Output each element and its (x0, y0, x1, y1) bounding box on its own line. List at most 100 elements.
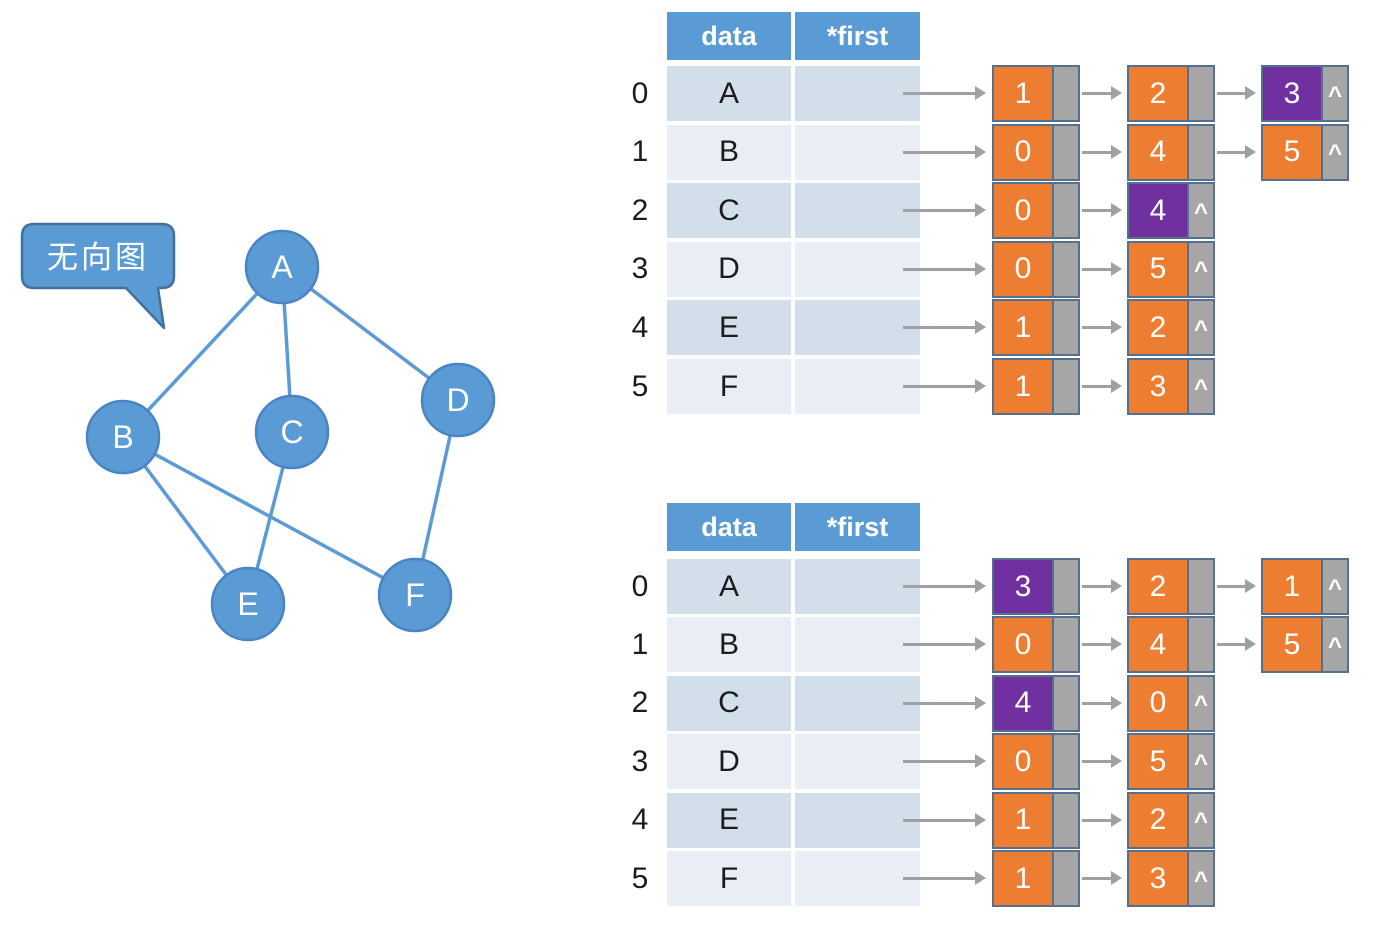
next-pointer (1054, 184, 1078, 238)
list-node: 2 (1127, 558, 1215, 615)
adjacent-vertex-index: 2 (1129, 301, 1189, 355)
graph-vertex-f (377, 557, 453, 633)
next-pointer: ^ (1189, 360, 1213, 413)
list-node: 4^ (1127, 182, 1215, 240)
row-index: 5 (631, 861, 649, 895)
list-node: 5^ (1127, 733, 1215, 791)
adjacent-vertex-index: 1 (994, 793, 1054, 847)
adjacent-vertex-index: 5 (1263, 618, 1323, 672)
next-pointer: ^ (1189, 735, 1213, 789)
data-cell: D (667, 734, 791, 790)
next-pointer (1054, 560, 1078, 613)
graph-vertex-label-c: C (280, 414, 303, 450)
first-pointer-cell (795, 559, 920, 614)
row-index: 1 (631, 135, 649, 169)
first-pointer-cell (795, 241, 920, 297)
list-node: 0^ (1127, 674, 1215, 732)
list-node: 1 (992, 358, 1080, 415)
next-pointer (1054, 735, 1078, 789)
pointer-arrow (1082, 203, 1122, 218)
list-node: 2^ (1127, 791, 1215, 849)
first-pointer-cell (795, 851, 920, 906)
data-cell: E (667, 792, 791, 848)
list-node: 0 (992, 733, 1080, 791)
pointer-arrow (1082, 320, 1122, 335)
first-pointer-cell (795, 124, 920, 180)
pointer-arrow (1082, 144, 1122, 159)
data-cell: A (667, 559, 791, 614)
first-pointer-cell (795, 792, 920, 848)
adjacent-vertex-index: 1 (994, 360, 1054, 413)
list-node: 3 (992, 558, 1080, 615)
column-header-first: *first (795, 503, 920, 551)
adjacent-vertex-index: 0 (994, 618, 1054, 672)
adjacent-vertex-index: 0 (994, 125, 1054, 179)
adjacent-vertex-index: 1 (994, 67, 1054, 120)
pointer-arrow (1082, 695, 1122, 710)
graph-vertex-a (244, 229, 320, 305)
next-pointer (1054, 793, 1078, 847)
adjacent-vertex-index: 2 (1129, 560, 1189, 613)
list-node: 4 (992, 674, 1080, 732)
adjacent-vertex-index: 5 (1129, 242, 1189, 296)
first-pointer-cell (795, 675, 920, 731)
next-pointer: ^ (1189, 676, 1213, 730)
graph-vertex-label-d: D (446, 382, 469, 418)
graph-vertex-label-a: A (271, 249, 293, 285)
graph-vertex-e (210, 566, 286, 642)
row-index: 3 (631, 252, 649, 286)
list-node: 3^ (1127, 358, 1215, 415)
first-pointer-cell (795, 617, 920, 673)
pointer-arrow (903, 203, 986, 218)
row-index: 0 (631, 76, 649, 110)
list-node: 0 (992, 182, 1080, 240)
first-pointer-cell (795, 734, 920, 790)
graph-vertex-b (85, 399, 161, 475)
list-node: 1 (992, 65, 1080, 122)
pointer-arrow (903, 579, 986, 593)
next-pointer (1054, 618, 1078, 672)
row-index: 2 (631, 686, 649, 720)
adjacent-vertex-index: 2 (1129, 67, 1189, 120)
next-pointer (1189, 125, 1213, 179)
next-pointer: ^ (1323, 125, 1347, 179)
adjacent-vertex-index: 3 (994, 560, 1054, 613)
list-node: 3^ (1127, 850, 1215, 907)
next-pointer: ^ (1189, 184, 1213, 238)
pointer-arrow (903, 379, 986, 393)
adjacent-vertex-index: 0 (994, 242, 1054, 296)
first-pointer-cell (795, 183, 920, 239)
data-cell: C (667, 183, 791, 239)
next-pointer (1054, 67, 1078, 120)
adjacent-vertex-index: 3 (1263, 67, 1323, 120)
data-cell: D (667, 241, 791, 297)
list-node: 5^ (1261, 616, 1349, 674)
pointer-arrow (1082, 637, 1122, 652)
next-pointer (1054, 852, 1078, 905)
next-pointer (1054, 676, 1078, 730)
pointer-arrow (1082, 379, 1122, 393)
pointer-arrow (903, 320, 986, 335)
data-cell: F (667, 359, 791, 414)
graph-vertex-c (254, 394, 330, 470)
next-pointer: ^ (1323, 618, 1347, 672)
adjacent-vertex-index: 4 (1129, 618, 1189, 672)
adjacent-vertex-index: 0 (994, 735, 1054, 789)
next-pointer (1054, 360, 1078, 413)
column-header-data: data (667, 12, 791, 60)
list-node: 3^ (1261, 65, 1349, 122)
row-index: 0 (631, 569, 649, 603)
speech-bubble (20, 222, 176, 330)
row-index: 5 (631, 369, 649, 403)
graph-type-label: 无向图 (47, 240, 149, 276)
data-cell: B (667, 617, 791, 673)
list-node: 0 (992, 616, 1080, 674)
pointer-arrow (1082, 871, 1122, 885)
adjacent-vertex-index: 0 (994, 184, 1054, 238)
list-node: 4 (1127, 123, 1215, 181)
adjacent-vertex-index: 1 (994, 852, 1054, 905)
list-node: 0 (992, 123, 1080, 181)
